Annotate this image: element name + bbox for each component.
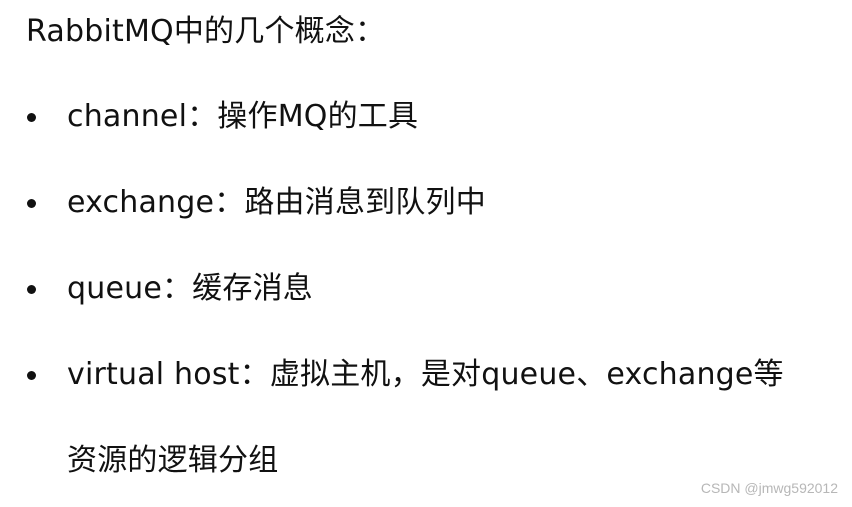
bullet-icon: [27, 371, 36, 380]
list-item-text: queue：缓存消息: [67, 271, 313, 306]
list-item-text: exchange：路由消息到队列中: [67, 185, 486, 220]
bullet-icon: [27, 199, 36, 208]
list-item-continuation: 资源的逻辑分组: [67, 443, 279, 478]
list-item-text-block: virtual host：虚拟主机，是对queue、exchange等 资源的逻…: [67, 355, 827, 481]
list-item-text: virtual host：虚拟主机，是对queue、exchange等: [67, 357, 784, 392]
list-item-channel: channel：操作MQ的工具: [0, 97, 852, 137]
page-title: RabbitMQ中的几个概念：: [26, 14, 386, 49]
list-item-virtual-host: virtual host：虚拟主机，是对queue、exchange等 资源的逻…: [0, 355, 852, 485]
list-item-queue: queue：缓存消息: [0, 269, 852, 309]
bullet-icon: [27, 113, 36, 122]
watermark: CSDN @jmwg592012: [700, 480, 838, 496]
bullet-icon: [27, 285, 36, 294]
list-item-text: channel：操作MQ的工具: [67, 99, 419, 134]
list-item-exchange: exchange：路由消息到队列中: [0, 183, 852, 223]
